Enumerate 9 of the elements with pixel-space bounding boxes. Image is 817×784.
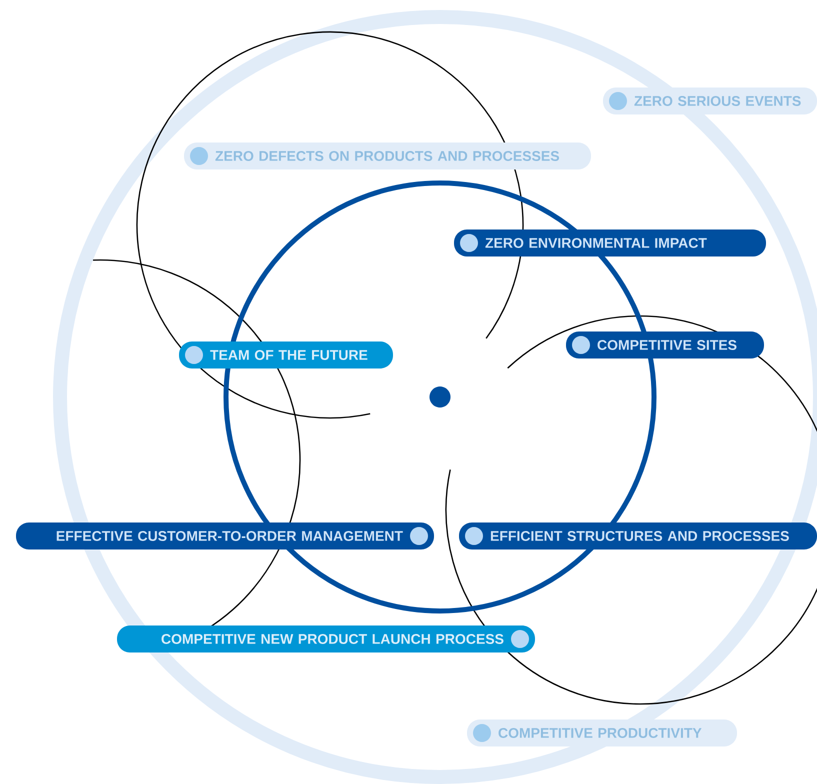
label-pill: COMPETITIVE SITES bbox=[566, 331, 764, 358]
label-pill: COMPETITIVE PRODUCTIVITY bbox=[467, 719, 737, 746]
label-pill: COMPETITIVE NEW PRODUCT LAUNCH PROCESS bbox=[117, 625, 535, 652]
label-pill: EFFICIENT STRUCTURES AND PROCESSES bbox=[459, 522, 817, 550]
label-pill: ZERO DEFECTS ON PRODUCTS AND PROCESSES bbox=[184, 142, 591, 170]
label-pill: ZERO ENVIRONMENTAL IMPACT bbox=[454, 229, 766, 256]
label-pill: ZERO SERIOUS EVENTS bbox=[603, 88, 817, 114]
label-pill: EFFECTIVE CUSTOMER-TO-ORDER MANAGEMENT bbox=[16, 522, 434, 550]
label-pill: TEAM OF THE FUTURE bbox=[179, 342, 393, 368]
